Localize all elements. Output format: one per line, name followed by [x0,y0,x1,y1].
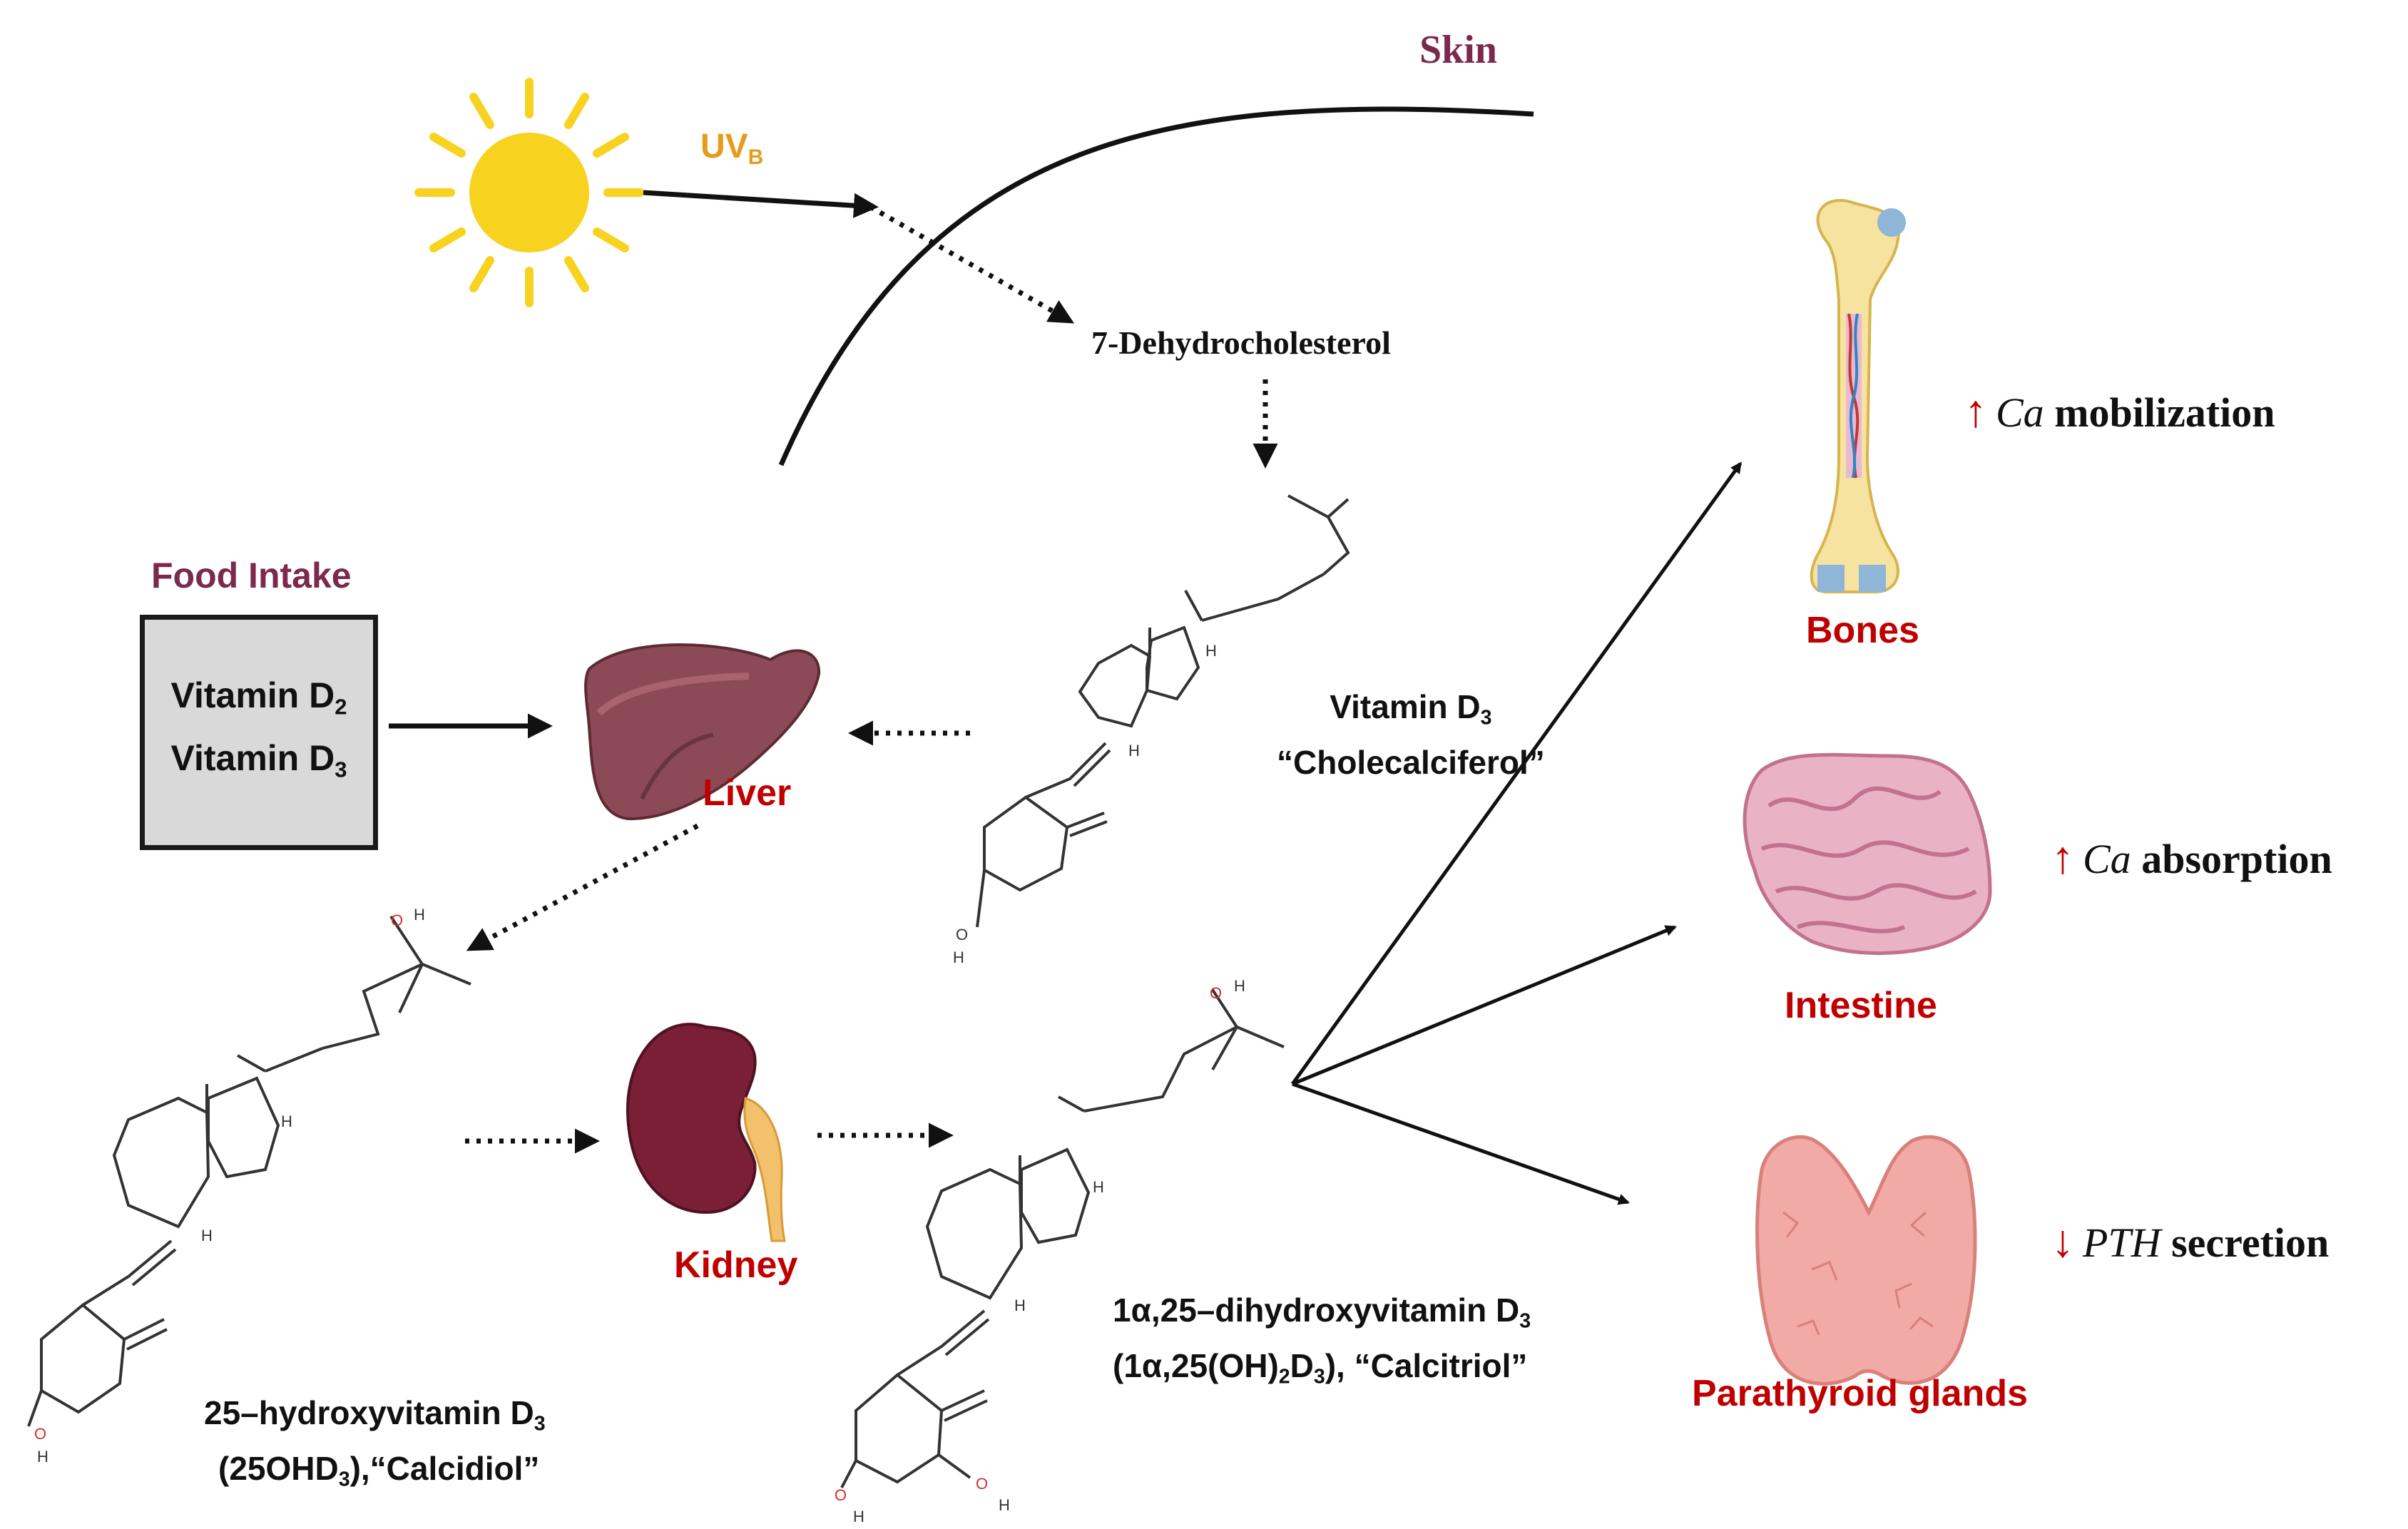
kidney-icon [626,1023,786,1242]
food-intake-label: Food Intake [151,556,352,595]
calcitriol-label: 1α,25–dihydroxyvitamin D3 (1α,25(OH)2D3)… [1113,1288,1531,1398]
calcidiol-common: (25OHD3),“Calcidiol” [218,1449,540,1491]
atom-h-2: H [1128,742,1140,760]
intestine-label: Intestine [1785,985,1937,1026]
intestine-icon [1743,752,1992,956]
food-vitamin-d3: Vitamin D3 [170,738,347,782]
atom-h-12: H [999,1496,1010,1514]
cholecalciferol-common: “Cholecalciferol” [1277,743,1545,781]
atom-o-2: O [391,911,403,929]
dehydrocholesterol-label: 7-Dehydrocholesterol [1091,324,1391,361]
liver-icon [584,643,821,821]
calcidiol-structure [27,915,471,1427]
atom-h-10: H [1014,1297,1026,1314]
effect-ion: Ca [2083,836,2131,882]
cholecalciferol-name: Vitamin D3 [1330,688,1492,730]
effect-ion: Ca [1996,389,2044,436]
effect-ion: PTH [2083,1219,2161,1266]
atom-o-4: O [1210,984,1222,1002]
uv-sub: B [748,145,764,169]
effect-pth-secretion: ↓PTH secretion [2051,1215,2329,1268]
atom-h-8: H [1234,977,1245,995]
liver-label: Liver [703,772,792,814]
parathyroid-icon [1755,1135,1977,1386]
effect-text: absorption [2141,836,2332,882]
atom-o-5: O [835,1486,847,1504]
atom-o-6: O [976,1475,988,1493]
atom-h-6: H [201,1227,213,1244]
skin-boundary-arc [778,106,1534,466]
liver-to-calcidiol-arrow [466,823,699,951]
calcidiol-label: 25–hydroxyvitamin D3 (25OHD3),“Calcidiol… [204,1391,546,1501]
sun-icon [414,78,644,307]
atom-o-3: O [34,1425,46,1443]
bones-label: Bones [1806,610,1919,651]
cholecalciferol-structure [976,494,1350,928]
calcitriol-name: 1α,25–dihydroxyvitamin D3 [1113,1292,1531,1333]
atom-h-7: H [37,1448,49,1466]
atom-o-1: O [956,926,968,944]
calcitriol-to-parathyroid-arrow [1292,1082,1631,1205]
uv-label: UVB [700,127,763,170]
food-intake-box: Vitamin D2 Vitamin D3 [140,615,378,850]
up-arrow-icon: ↑ [1964,386,1987,436]
effect-text: secretion [2171,1219,2330,1266]
cholecalciferol-label: Vitamin D3 “Cholecalciferol” [1277,685,1545,784]
atom-h-9: H [1093,1178,1104,1196]
atom-h-4: H [414,906,425,924]
calcitriol-structure [840,988,1285,1488]
uv-arrow [643,190,879,218]
down-arrow-icon: ↓ [2051,1216,2074,1267]
parathyroid-label: Parathyroid glands [1692,1373,2028,1414]
calcitriol-to-bones-arrow [1290,461,1743,1085]
effect-ca-absorption: ↑Ca absorption [2051,832,2332,884]
food-vitamin-d2: Vitamin D2 [170,675,347,719]
up-arrow-icon: ↑ [2051,832,2074,883]
calcitriol-common: (1α,25(OH)2D3), “Calcitriol” [1113,1346,1528,1389]
calcitriol-to-intestine-arrow [1292,925,1677,1086]
effect-text: mobilization [2054,389,2275,436]
atom-h-3: H [953,948,964,966]
atom-h-5: H [281,1113,292,1130]
atom-h-1: H [1205,642,1217,660]
kidney-label: Kidney [674,1244,798,1286]
skin-label: Skin [1419,28,1497,72]
atom-h-11: H [853,1508,864,1525]
uv-to-dehydro-arrow [869,204,1075,324]
uv-text: UV [700,128,748,165]
calcidiol-name: 25–hydroxyvitamin D3 [204,1394,546,1436]
effect-ca-mobilization: ↑Ca mobilization [1964,385,2275,438]
bone-icon [1810,199,1906,593]
